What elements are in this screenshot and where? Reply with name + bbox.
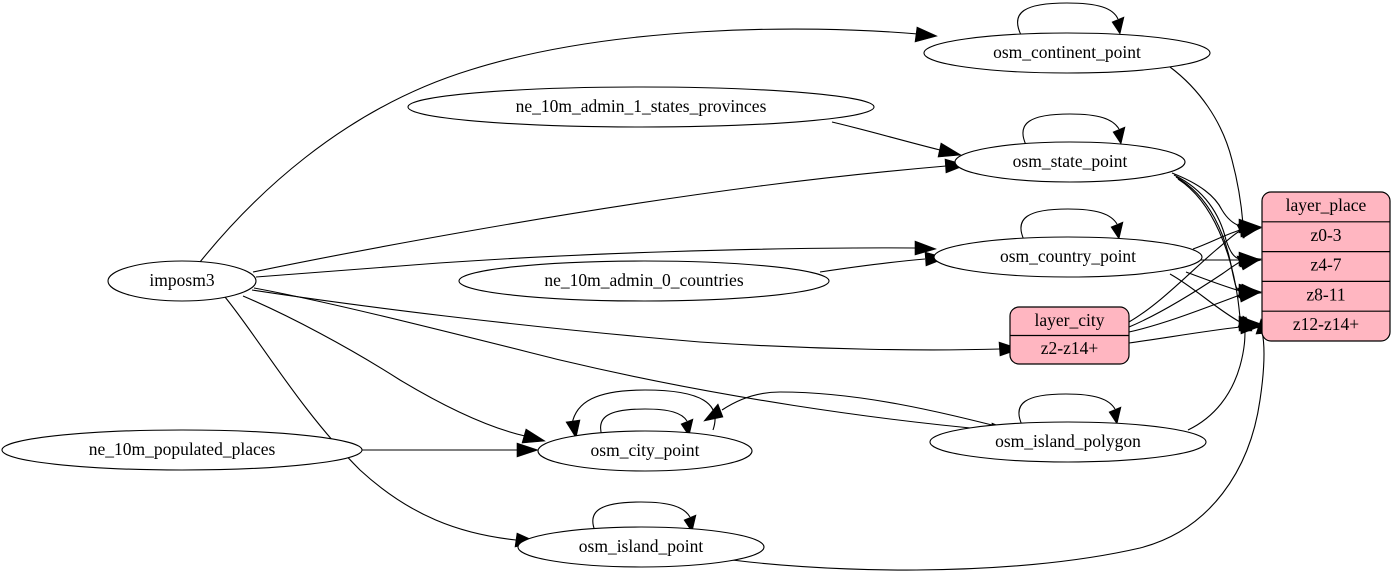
edge-ne-states-to-osm-state-point[interactable]	[831, 121, 962, 158]
edge-layer-city-to-z0-3[interactable]	[1128, 223, 1262, 323]
edge-ne-countries-to-osm-country-point[interactable]	[819, 251, 947, 273]
node-osm-island-polygon[interactable]: osm_island_polygon	[929, 421, 1207, 463]
edge-imposm3-to-osm-city-point[interactable]	[242, 295, 546, 444]
node-osm-city-point[interactable]: osm_city_point	[537, 430, 753, 472]
edge-osm-island-polygon-to-osm-city-point[interactable]	[703, 391, 1005, 429]
selfloop-osm-city-point-inner[interactable]	[600, 408, 694, 437]
node-osm-island-point[interactable]: osm_island_point	[517, 526, 765, 568]
node-ne-10m-admin-1-states-provinces[interactable]: ne_10m_admin_1_states_provinces	[407, 86, 875, 128]
edge-layer-city-to-z4-7[interactable]	[1128, 255, 1262, 328]
edge-layer-city-to-z8-11[interactable]	[1128, 287, 1262, 333]
node-label-osm-country-point: osm_country_point	[1000, 246, 1136, 266]
record-row-layer-place-z4-7[interactable]: z4-7	[1310, 255, 1341, 275]
record-row-layer-city-title: layer_city	[1035, 310, 1105, 330]
node-label-ne-countries: ne_10m_admin_0_countries	[544, 270, 743, 290]
record-row-layer-city-z2-z14[interactable]: z2-z14+	[1041, 338, 1099, 358]
record-node-layer-place[interactable]: layer_place z0-3 z4-7 z8-11 z12-z14+	[1261, 191, 1391, 342]
node-label-osm-city-point: osm_city_point	[591, 440, 700, 460]
edge-osm-state-point-to-z8-11[interactable]	[1175, 176, 1262, 299]
record-node-layer-city[interactable]: layer_city z2-z14+	[1009, 306, 1130, 365]
record-row-layer-place-z0-3[interactable]: z0-3	[1310, 225, 1341, 245]
node-osm-country-point[interactable]: osm_country_point	[933, 236, 1203, 278]
edge-imposm3-to-osm-state-point[interactable]	[252, 158, 967, 273]
node-label-osm-continent-point: osm_continent_point	[993, 42, 1141, 62]
edge-imposm3-to-osm-island-polygon[interactable]	[253, 287, 1014, 438]
node-label-ne-states: ne_10m_admin_1_states_provinces	[516, 96, 767, 116]
node-ne-10m-admin-0-countries[interactable]: ne_10m_admin_0_countries	[458, 260, 830, 302]
node-label-ne-populated: ne_10m_populated_places	[89, 439, 276, 459]
selfloop-osm-country-point[interactable]	[1020, 208, 1124, 241]
record-row-layer-place-z8-11[interactable]: z8-11	[1306, 284, 1345, 304]
node-imposm3[interactable]: imposm3	[107, 260, 257, 302]
edge-layer-city-to-z12-z14[interactable]	[1128, 319, 1262, 344]
edge-osm-state-point-to-z0-3[interactable]	[1171, 172, 1262, 234]
selfloop-osm-island-point[interactable]	[592, 501, 697, 533]
node-label-imposm3: imposm3	[149, 270, 214, 290]
node-label-osm-island-point: osm_island_point	[579, 536, 704, 556]
edge-osm-continent-point-to-z0-3[interactable]	[1169, 66, 1251, 239]
edge-imposm3-to-osm-island-point[interactable]	[224, 296, 538, 548]
record-row-layer-place-title: layer_place	[1286, 195, 1367, 215]
record-row-layer-place-z12-z14[interactable]: z12-z14+	[1293, 314, 1359, 334]
selfloop-osm-continent-point[interactable]	[1016, 2, 1125, 36]
edge-osm-island-polygon-to-z12-z14[interactable]	[1187, 316, 1253, 431]
node-osm-continent-point[interactable]: osm_continent_point	[923, 32, 1211, 74]
node-osm-state-point[interactable]: osm_state_point	[954, 141, 1186, 183]
edge-imposm3-to-osm-continent-point[interactable]	[199, 26, 938, 263]
edge-ne-populated-to-osm-city-point[interactable]	[362, 442, 539, 458]
node-label-osm-island-polygon: osm_island_polygon	[995, 431, 1141, 451]
node-ne-10m-populated-places[interactable]: ne_10m_populated_places	[1, 429, 363, 471]
edge-layer	[199, 2, 1269, 571]
selfloop-osm-state-point[interactable]	[1022, 113, 1126, 146]
node-layer: imposm3 ne_10m_admin_1_states_provinces …	[1, 32, 1391, 568]
node-label-osm-state-point: osm_state_point	[1013, 151, 1128, 171]
selfloop-osm-island-polygon[interactable]	[1018, 393, 1122, 426]
